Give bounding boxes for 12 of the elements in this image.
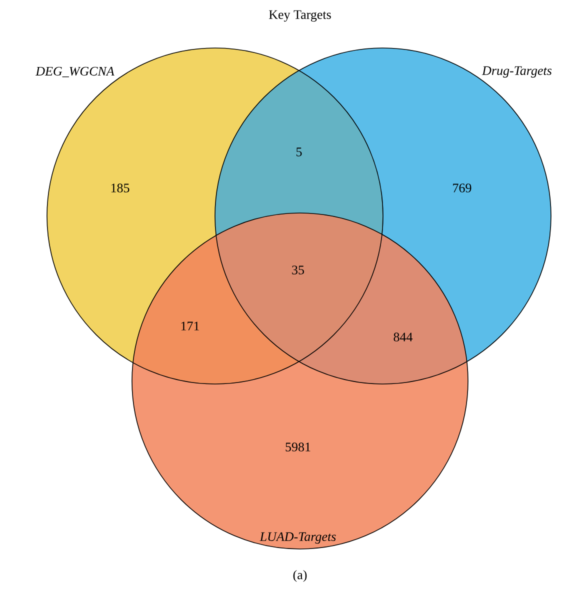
- region-count: 5981: [286, 442, 310, 452]
- region-count: 844: [394, 332, 413, 342]
- set-label: Drug-Targets: [482, 66, 552, 78]
- chart-title: Key Targets: [269, 10, 331, 22]
- region-count: 769: [453, 184, 472, 192]
- region-count: 171: [181, 322, 199, 330]
- region-count: 185: [111, 184, 130, 192]
- region-count: 35: [292, 266, 304, 274]
- caption: (a): [293, 570, 307, 582]
- set-label: LUAD-Targets: [260, 532, 336, 544]
- region-count: 5: [296, 148, 302, 156]
- set-label: DEG_WGCNA: [36, 66, 114, 78]
